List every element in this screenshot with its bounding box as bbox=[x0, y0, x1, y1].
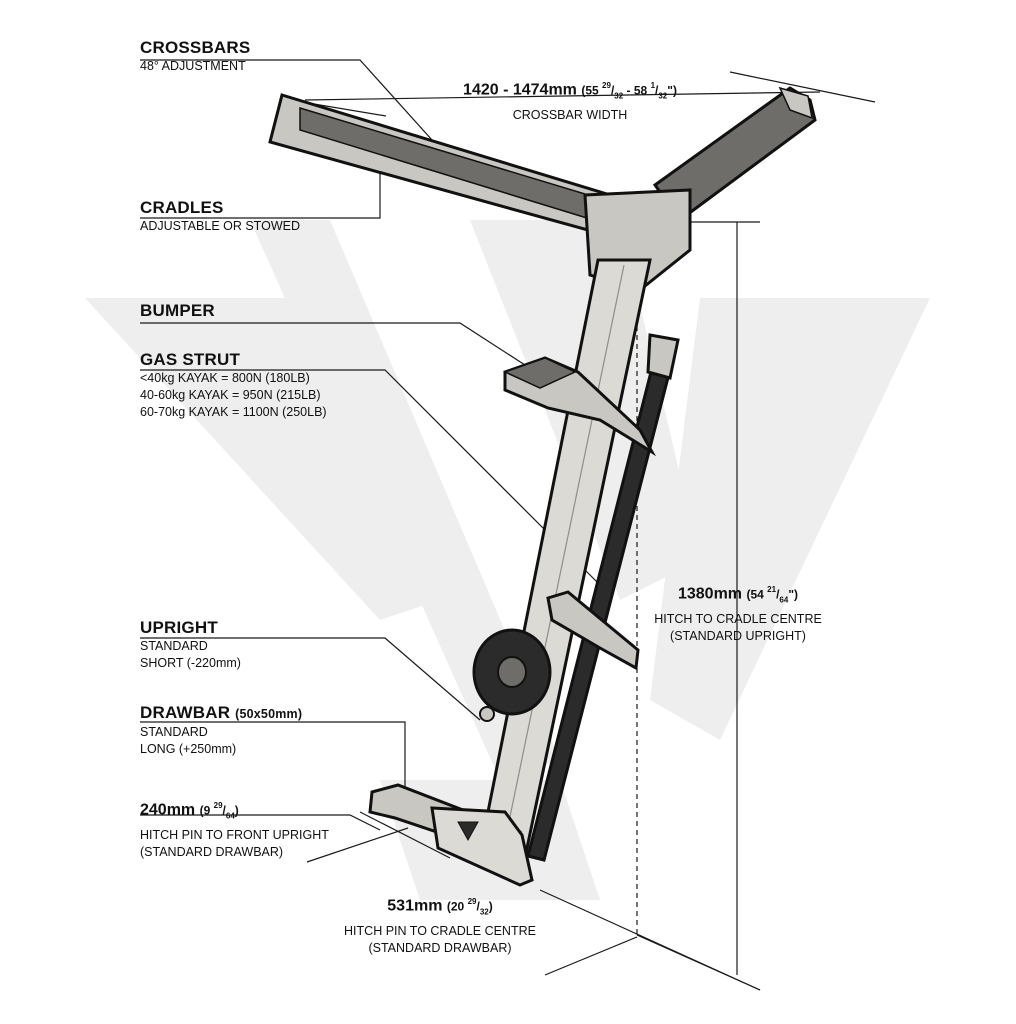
dim-1380-main: 1380mm bbox=[677, 585, 743, 603]
dim-crossbar-close: ") bbox=[667, 83, 677, 98]
upright-title: UPRIGHT bbox=[140, 618, 218, 637]
label-cradles: CRADLES ADJUSTABLE OR STOWED bbox=[140, 198, 300, 235]
dim-hitch-to-upright: 240mm (9 29/64) HITCH PIN TO FRONT UPRIG… bbox=[140, 796, 329, 861]
dimension-lines bbox=[140, 59, 876, 991]
dim-531-value-row: 531mm (20 29/32) bbox=[387, 897, 493, 917]
dim-crossbar-value-row: 1420 - 1474mm (55 29/32 - 58 1/32") bbox=[463, 81, 677, 101]
drawbar-title: DRAWBAR bbox=[140, 703, 231, 722]
dim-240-main: 240mm bbox=[140, 801, 196, 819]
dim-crossbar-d2: 32 bbox=[658, 91, 668, 101]
drawbar-title-row: DRAWBAR (50x50mm) bbox=[140, 703, 302, 724]
dim-crossbar-mid: - 58 bbox=[623, 83, 651, 98]
crossbars-sub: 48° ADJUSTMENT bbox=[140, 59, 246, 73]
dim-hitch-to-cradle-centre: 531mm (20 29/32) HITCH PIN TO CRADLE CEN… bbox=[330, 892, 550, 957]
gas-strut bbox=[526, 333, 680, 862]
dim-crossbar-paren: (55 bbox=[581, 83, 603, 98]
upright-line-1: STANDARD bbox=[140, 639, 208, 653]
dim-240-line-1: HITCH PIN TO FRONT UPRIGHT bbox=[140, 827, 329, 842]
gas-strut-line-2: 40-60kg KAYAK = 950N (215LB) bbox=[140, 388, 321, 402]
dim-240-close: ) bbox=[234, 803, 239, 818]
dim-crossbar-n1: 29 bbox=[602, 81, 611, 90]
cradles-title: CRADLES bbox=[140, 198, 224, 217]
drawbar-line-2: LONG (+250mm) bbox=[140, 742, 237, 756]
gas-strut-line-3: 60-70kg KAYAK = 1100N (250LB) bbox=[140, 405, 327, 419]
dim-531-paren: (20 bbox=[446, 899, 468, 914]
gas-strut-title: GAS STRUT bbox=[140, 350, 241, 369]
drawbar bbox=[368, 783, 534, 887]
wheel bbox=[472, 628, 552, 722]
label-crossbars: CROSSBARS 48° ADJUSTMENT bbox=[140, 38, 250, 75]
dim-hitch-to-cradle-height: 1380mm (54 21/64") HITCH TO CRADLE CENTR… bbox=[648, 580, 828, 645]
dim-crossbar-d1: 32 bbox=[614, 91, 624, 101]
dim-1380-value-row: 1380mm (54 21/64") bbox=[677, 585, 799, 605]
dim-531-den: 32 bbox=[479, 907, 489, 917]
dim-1380-den: 64 bbox=[779, 595, 789, 605]
cradles-sub: ADJUSTABLE OR STOWED bbox=[140, 219, 300, 233]
dim-crossbar-sub: CROSSBAR WIDTH bbox=[512, 107, 628, 122]
label-upright: UPRIGHT STANDARD SHORT (-220mm) bbox=[140, 618, 241, 672]
dim-240-line-2: (STANDARD DRAWBAR) bbox=[140, 844, 284, 859]
dim-crossbar-n2: 1 bbox=[650, 81, 656, 90]
label-drawbar: DRAWBAR (50x50mm) STANDARD LONG (+250mm) bbox=[140, 703, 302, 758]
dim-531-line-1: HITCH PIN TO CRADLE CENTRE bbox=[344, 923, 536, 938]
crossbars-title: CROSSBARS bbox=[140, 38, 251, 57]
cradle-arm bbox=[546, 590, 640, 671]
dim-240-value-row: 240mm (9 29/64) bbox=[140, 801, 239, 821]
dim-1380-line-2: (STANDARD UPRIGHT) bbox=[670, 628, 806, 643]
label-bumper: BUMPER bbox=[140, 301, 215, 321]
dim-crossbar-main: 1420 - 1474mm bbox=[463, 81, 577, 99]
dim-1380-paren: (54 bbox=[746, 587, 768, 602]
dim-240-den: 64 bbox=[225, 811, 235, 821]
dim-crossbar-width: 1420 - 1474mm (55 29/32 - 58 1/32") CROS… bbox=[440, 76, 700, 124]
dim-531-main: 531mm bbox=[387, 897, 443, 915]
gas-strut-line-1: <40kg KAYAK = 800N (180LB) bbox=[140, 371, 310, 385]
dim-240-num: 29 bbox=[213, 801, 223, 810]
dim-1380-num: 21 bbox=[767, 585, 777, 594]
label-gas-strut: GAS STRUT <40kg KAYAK = 800N (180LB) 40-… bbox=[140, 350, 327, 421]
dim-1380-line-1: HITCH TO CRADLE CENTRE bbox=[654, 611, 822, 626]
upright-line-2: SHORT (-220mm) bbox=[140, 656, 241, 670]
dim-531-line-2: (STANDARD DRAWBAR) bbox=[368, 940, 512, 955]
bumper-title: BUMPER bbox=[140, 301, 215, 320]
dim-1380-close: ") bbox=[788, 587, 799, 602]
drawbar-size: (50x50mm) bbox=[235, 707, 303, 721]
dim-531-close: ) bbox=[488, 899, 493, 914]
bumper bbox=[502, 356, 657, 457]
dim-531-num: 29 bbox=[467, 897, 477, 906]
drawbar-line-1: STANDARD bbox=[140, 725, 208, 739]
dim-240-paren-open: (9 bbox=[199, 803, 214, 818]
